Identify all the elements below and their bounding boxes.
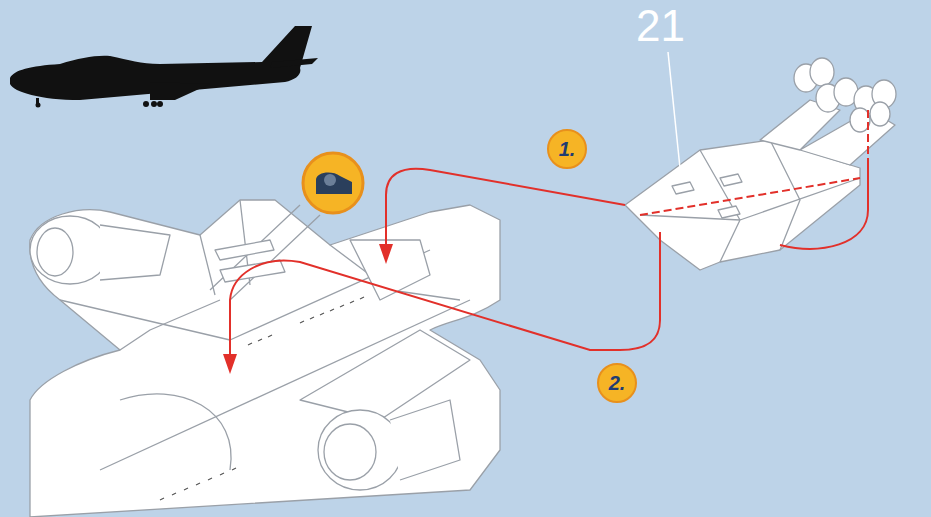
tape-icon — [303, 153, 363, 213]
part-number: 21 — [636, 4, 685, 48]
step-number: 2. — [609, 373, 626, 393]
window-row — [160, 297, 364, 500]
step-number: 1. — [559, 139, 576, 159]
arrowhead — [223, 244, 393, 374]
aircraft-silhouette — [10, 26, 318, 108]
part-21 — [625, 58, 896, 270]
aircraft-drawing — [30, 200, 500, 517]
assembly-arrows — [230, 110, 868, 355]
step-badge: 2. — [597, 363, 637, 403]
leader-line — [668, 52, 680, 168]
step-badge: 1. — [547, 129, 587, 169]
